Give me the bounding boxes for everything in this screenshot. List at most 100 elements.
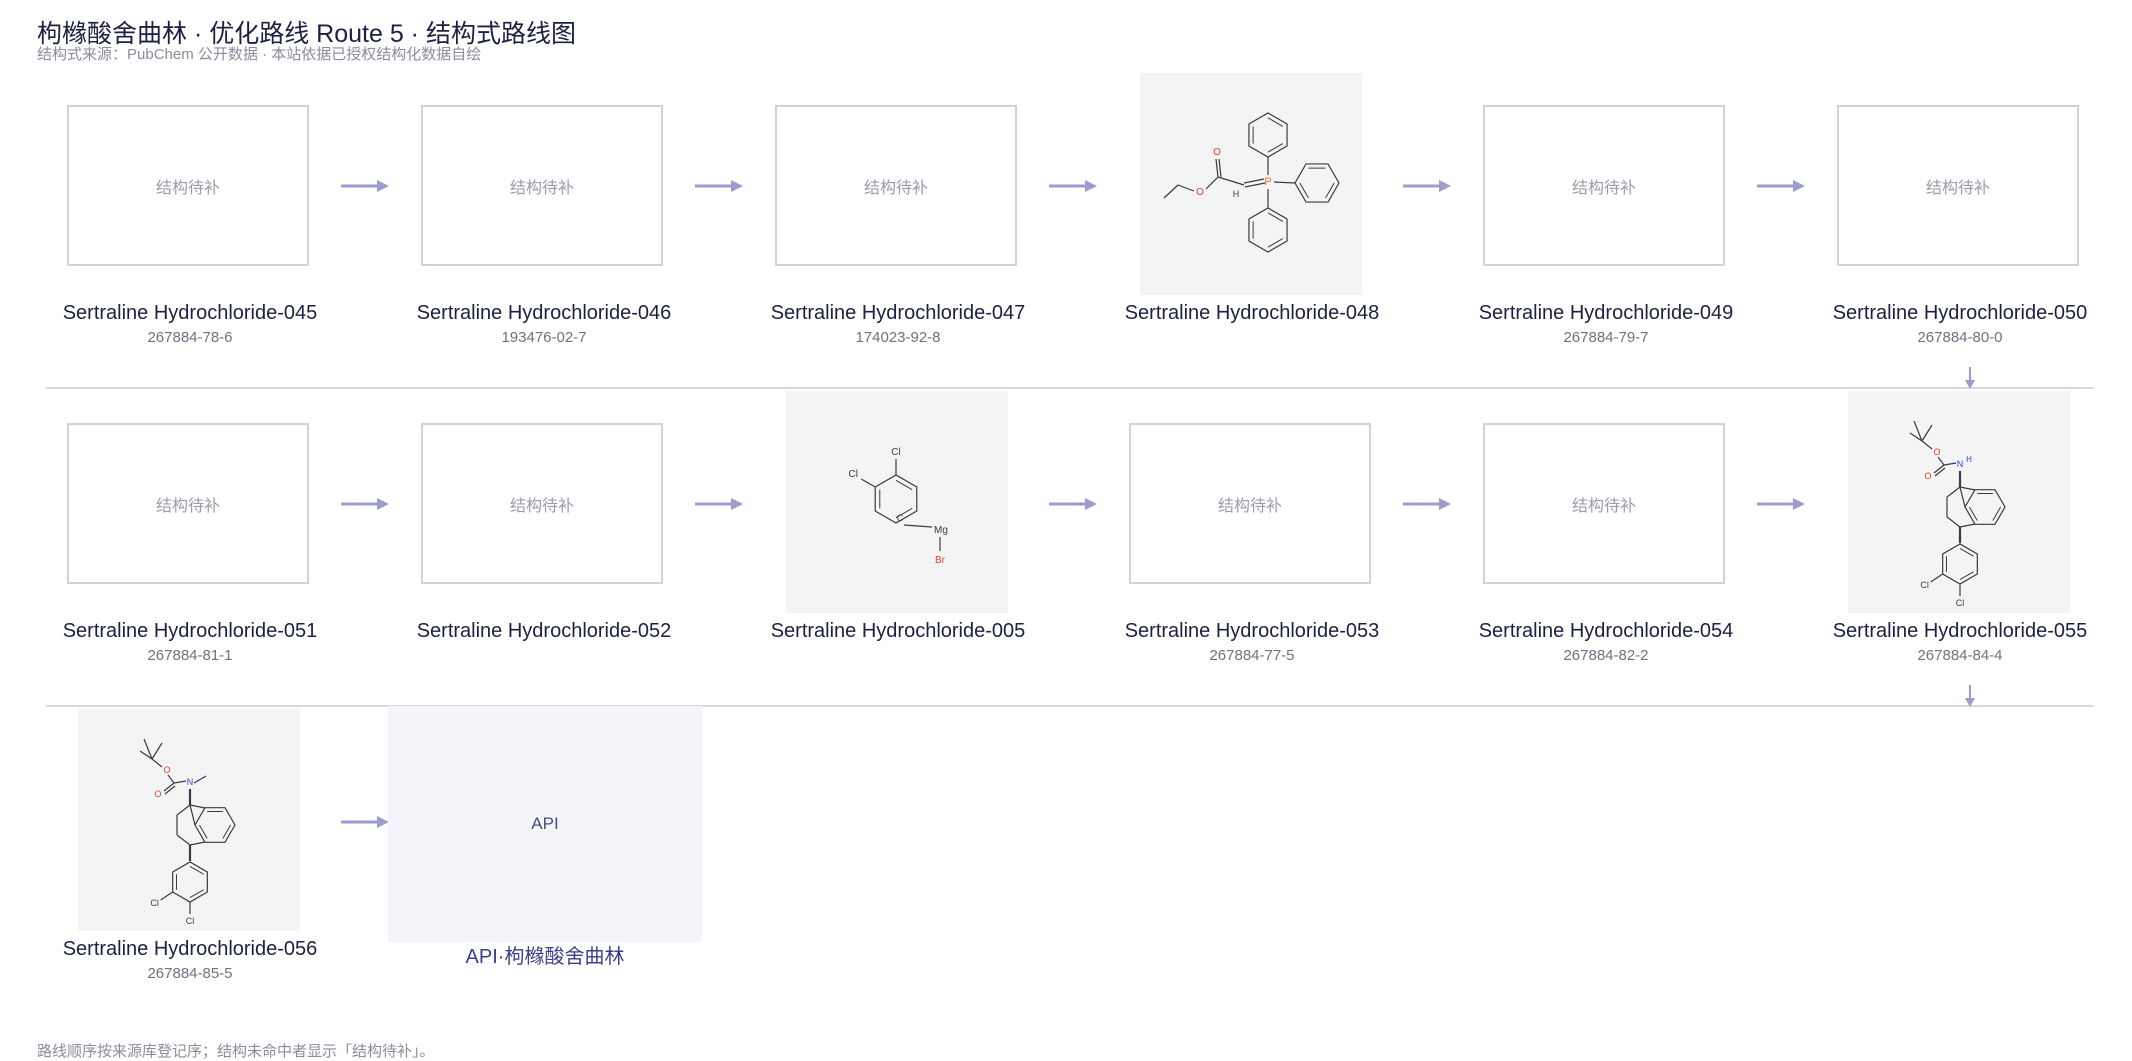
atom-label: Mg: [934, 525, 948, 536]
bond: [167, 774, 175, 784]
atom-label: O: [163, 765, 170, 775]
structure-placeholder: 结构待补: [1483, 105, 1725, 266]
arrow-head: [377, 816, 389, 828]
atom-label: Cl: [150, 898, 159, 908]
structure-placeholder: 结构待补: [1483, 423, 1725, 584]
route-arrow: [341, 180, 389, 192]
atom-label: C: [897, 513, 904, 523]
row-continue-arrow: [1965, 367, 1975, 389]
compound-name: Sertraline Hydrochloride-051: [62, 620, 318, 642]
route-arrow: [341, 816, 389, 828]
compound-name: Sertraline Hydrochloride-053: [1124, 620, 1380, 642]
cas-number: 267884-82-2: [1563, 647, 1649, 664]
bond: [1921, 424, 1933, 442]
cas-number: 267884-77-5: [1209, 647, 1295, 664]
bond: [151, 758, 163, 768]
arrow-head: [1793, 180, 1805, 192]
bond: [1959, 571, 1974, 581]
route-arrow: [1403, 498, 1451, 510]
cas-number: 174023-92-8: [855, 329, 941, 346]
bond: [903, 524, 933, 528]
structure-placeholder: 结构待补: [421, 423, 663, 584]
route-arrow: [1403, 180, 1451, 192]
arrow-head: [731, 498, 743, 510]
benzene-ring: [194, 807, 236, 843]
compound-name: Sertraline Hydrochloride-050: [1832, 302, 2088, 324]
bond: [1215, 158, 1219, 178]
route-arrow: [695, 180, 743, 192]
placeholder-text: 结构待补: [509, 497, 574, 515]
atom-label: P: [1264, 176, 1271, 188]
bond: [193, 775, 207, 784]
bond: [189, 804, 196, 826]
placeholder-text: 结构待补: [155, 179, 220, 197]
bond: [1968, 506, 1978, 521]
structure-placeholder: 结构待补: [1129, 423, 1371, 584]
arrow-head: [1085, 180, 1097, 192]
atom-label: O: [1933, 447, 1940, 457]
structure-placeholder: 结构待补: [1837, 105, 2079, 266]
bond: [1959, 486, 1976, 491]
bond: [1959, 523, 1976, 528]
bond: [895, 479, 913, 491]
atom-label: O: [1196, 187, 1204, 198]
atom-label: O: [154, 789, 161, 799]
compound-name: Sertraline Hydrochloride-055: [1832, 620, 2088, 642]
bond: [1959, 547, 1974, 557]
placeholder-text: 结构待补: [863, 179, 928, 197]
bond: [1930, 573, 1944, 583]
bond: [1205, 176, 1219, 190]
route-arrow: [1049, 180, 1097, 192]
page-title: 枸橼酸舍曲林 · 优化路线 Route 5 · 结构式路线图: [37, 20, 576, 48]
compound-name: Sertraline Hydrochloride-052: [416, 620, 672, 642]
bond: [1946, 486, 1961, 498]
arrow-head: [1793, 498, 1805, 510]
atom-label: Br: [935, 555, 946, 566]
compound-name: Sertraline Hydrochloride-054: [1478, 620, 1734, 642]
compound-name: Sertraline Hydrochloride-056: [62, 938, 318, 960]
atom-label: O: [1924, 471, 1931, 481]
cas-number: 267884-85-5: [147, 965, 233, 982]
route-arrow: [341, 498, 389, 510]
bond: [1934, 467, 1946, 477]
bond: [1243, 178, 1265, 184]
bond: [176, 804, 191, 816]
benzene-ring: [1942, 543, 1978, 585]
api-name: API·枸橼酸舍曲林: [465, 946, 625, 968]
bond: [1267, 238, 1284, 248]
route-arrow: [1757, 498, 1805, 510]
arrow-head: [377, 180, 389, 192]
compound-name: Sertraline Hydrochloride-049: [1478, 302, 1734, 324]
atom-label: Cl: [848, 469, 857, 480]
placeholder-text: 结构待补: [155, 497, 220, 515]
cas-number: 267884-84-4: [1917, 647, 2003, 664]
api-structure-box[interactable]: API: [388, 706, 702, 942]
arrow-head: [1965, 380, 1975, 389]
route-arrow: [695, 498, 743, 510]
bond: [860, 478, 876, 488]
cas-number: 267884-79-7: [1563, 329, 1649, 346]
atom-label: O: [1213, 147, 1221, 158]
bond: [1217, 176, 1245, 186]
row-divider: [46, 387, 2094, 389]
benzene-ring: [1248, 207, 1288, 253]
bond: [1273, 181, 1296, 184]
bond: [163, 782, 175, 792]
bond: [1267, 212, 1284, 222]
atom-label: Cl: [186, 916, 195, 926]
bond: [1959, 486, 1966, 508]
atom-label: Cl: [891, 447, 900, 458]
footer-note: 路线顺序按来源库登记序；结构未命中者显示「结构待补」。: [37, 1043, 435, 1060]
cas-number: 267884-80-0: [1917, 329, 2003, 346]
atom-label: N: [187, 777, 194, 787]
bond: [189, 804, 206, 809]
bond: [151, 742, 163, 760]
route-arrow: [1757, 180, 1805, 192]
bond: [1325, 182, 1335, 199]
placeholder-text: 结构待补: [509, 179, 574, 197]
atom-label: H: [1233, 189, 1240, 199]
